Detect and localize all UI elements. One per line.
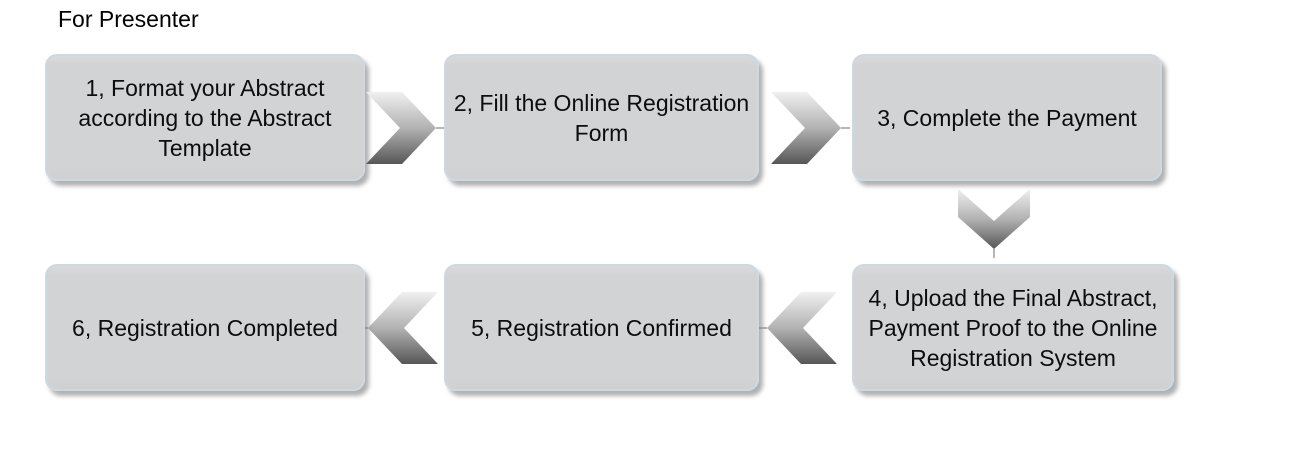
step-box-5: 5, Registration Confirmed	[444, 264, 759, 391]
step-2-label: 2, Fill the Online Registration Form	[453, 89, 750, 146]
arrow-step2-to-step3-icon	[771, 92, 851, 169]
step-box-6: 6, Registration Completed	[45, 264, 365, 391]
step-box-1: 1, Format your Abstract according to the…	[45, 54, 365, 181]
arrow-step1-to-step2-icon	[366, 92, 446, 169]
step-box-2: 2, Fill the Online Registration Form	[444, 54, 759, 181]
arrow-step4-to-step5-icon	[757, 292, 837, 369]
step-5-label: 5, Registration Confirmed	[471, 314, 732, 341]
step-3-label: 3, Complete the Payment	[877, 104, 1137, 131]
step-box-3: 3, Complete the Payment	[852, 54, 1162, 181]
step-box-4: 4, Upload the Final Abstract, Payment Pr…	[852, 264, 1174, 391]
page-title: For Presenter	[58, 6, 199, 32]
step-6-label: 6, Registration Completed	[72, 314, 338, 341]
step-4-label: 4, Upload the Final Abstract, Payment Pr…	[868, 284, 1158, 371]
arrow-step5-to-step6-icon	[358, 292, 438, 369]
arrow-step3-to-step4-icon	[958, 189, 1030, 264]
step-1-label: 1, Format your Abstract according to the…	[78, 74, 332, 161]
